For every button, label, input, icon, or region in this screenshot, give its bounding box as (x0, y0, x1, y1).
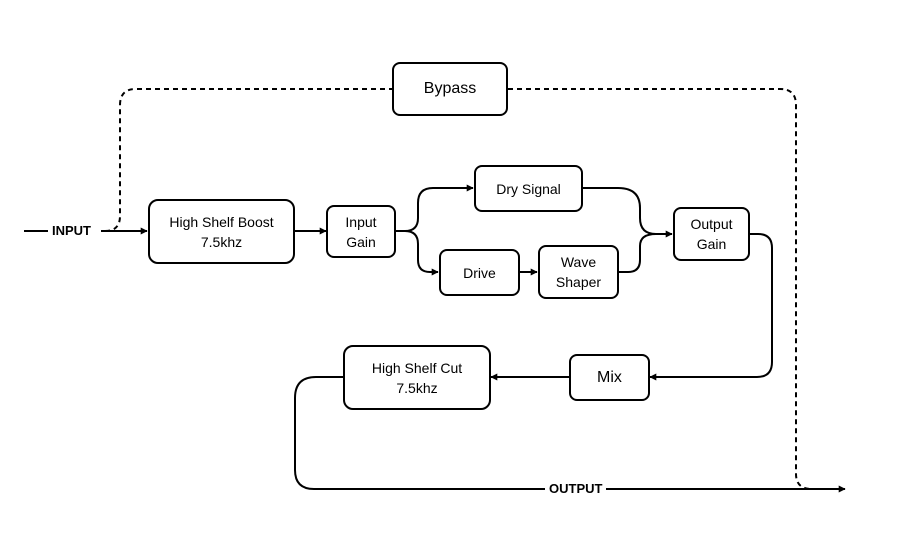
output-gain-block[interactable]: Output Gain (673, 207, 750, 261)
input-gain-block[interactable]: Input Gain (326, 205, 396, 258)
wave-shaper-block[interactable]: Wave Shaper (538, 245, 619, 299)
output-label: OUTPUT (545, 481, 607, 497)
bypass-block[interactable]: Bypass (392, 62, 508, 116)
shaper-to-output-gain-wire (619, 233, 657, 273)
output-gain-to-mix-wire (649, 233, 773, 381)
input-label: INPUT (52, 223, 91, 239)
dry-to-output-gain-wire (583, 187, 673, 238)
mix-block[interactable]: Mix (569, 354, 650, 401)
split-to-drive-wire (404, 230, 439, 276)
high-shelf-boost-block[interactable]: High Shelf Boost 7.5khz (148, 199, 295, 264)
split-to-dry-wire (396, 184, 474, 232)
dry-signal-block[interactable]: Dry Signal (474, 165, 583, 212)
high-shelf-cut-block[interactable]: High Shelf Cut 7.5khz (343, 345, 491, 410)
cut-to-output-wire (294, 376, 846, 493)
bypass-dashed-wire (104, 88, 826, 490)
drive-block[interactable]: Drive (439, 249, 520, 296)
